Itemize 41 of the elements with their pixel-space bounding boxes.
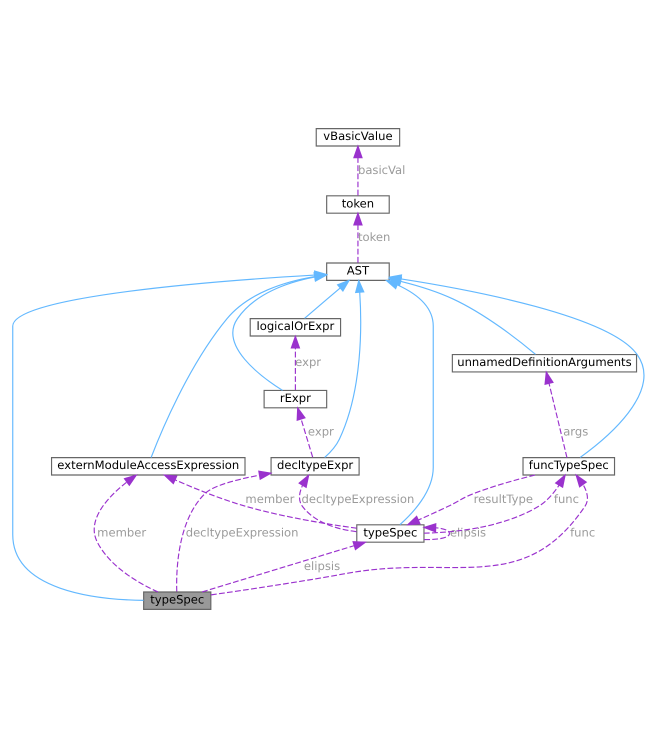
arrow <box>353 211 363 262</box>
edge-label: token <box>358 230 390 244</box>
arrow <box>422 522 450 540</box>
node-box: unnamedDefinitionArguments <box>452 353 638 372</box>
node-box: externModuleAccessExpression <box>50 456 246 476</box>
edge-label: elipsis <box>304 558 340 572</box>
edge-label: func <box>570 524 596 539</box>
edge-label: args <box>563 424 588 438</box>
edge-label: basicVal <box>358 162 406 176</box>
arrow <box>544 370 568 458</box>
arrow <box>424 473 566 534</box>
node-box: AST <box>326 262 390 280</box>
arrow <box>298 473 356 532</box>
node-box: rExpr <box>264 389 328 408</box>
arrow <box>162 474 357 528</box>
edge-label: expr <box>308 424 334 438</box>
edge-label: member <box>245 491 294 506</box>
edge-label: func <box>554 491 580 506</box>
edge-label: member <box>97 524 146 539</box>
node-box: logicalOrExpr <box>250 318 342 336</box>
arrow <box>324 278 365 458</box>
node-box: vBasicValue <box>316 128 400 146</box>
edge-label: elipsis <box>450 524 486 539</box>
arrow <box>202 540 368 592</box>
arrow <box>210 473 588 595</box>
node-box: decltypeExpr <box>270 456 360 476</box>
arrow <box>176 470 273 592</box>
node-box: funcTypeSpec <box>522 456 616 476</box>
arrow <box>290 334 300 390</box>
node-box: typeSpec <box>143 590 212 610</box>
node-box: typeSpec <box>356 524 425 542</box>
arrow <box>406 474 535 525</box>
arrow <box>353 144 363 195</box>
arrow <box>304 278 350 318</box>
arrow <box>296 406 314 457</box>
node-box: token <box>326 194 390 214</box>
arrow <box>94 474 158 592</box>
arrow <box>384 279 434 525</box>
edge-label: decltypeExpression <box>302 491 414 506</box>
edge-label: decltypeExpression <box>186 524 298 539</box>
edge-label: resultType <box>474 491 534 506</box>
